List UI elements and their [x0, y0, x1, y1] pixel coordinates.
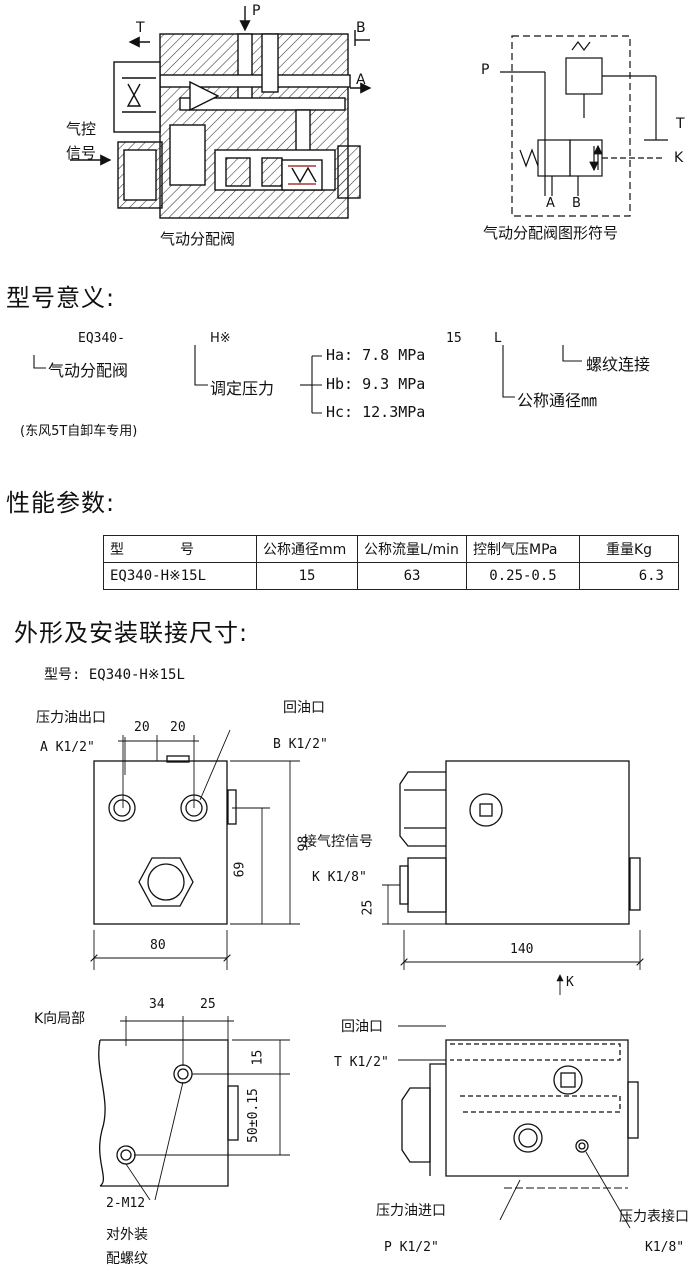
cell-flow: 63 [357, 562, 467, 590]
code-15: 15 [446, 331, 462, 346]
valve-port-b: B [356, 20, 366, 36]
thread-desc: 螺纹连接 [586, 355, 651, 374]
k-direction: K [566, 975, 574, 990]
valve-section-drawing [70, 6, 372, 219]
outlet-thread: A K1/2" [40, 740, 95, 755]
dimensions-heading: 外形及安装联接尺寸: [14, 619, 249, 647]
performance-table: 型 号 公称通径mm 公称流量L/min 控制气压MPa 重量Kg EQ340-… [103, 535, 679, 590]
k-view-thread: 2-M12 [106, 1196, 146, 1211]
symbol-caption: 气动分配阀图形符号 [483, 224, 619, 242]
base-note: (东风5T自卸车专用) [20, 424, 138, 439]
code-base: EQ340- [78, 331, 125, 346]
dim-50: 50±0.15 [245, 1088, 261, 1143]
gauge-label: 压力表接口 [619, 1209, 689, 1225]
valve-signal-line1: 气控 [66, 120, 97, 138]
table-header-row: 型 号 公称通径mm 公称流量L/min 控制气压MPa 重量Kg [103, 535, 679, 563]
symbol-port-p: P [481, 62, 490, 78]
k-view-note2: 配螺纹 [106, 1251, 148, 1267]
dim-20b: 20 [170, 720, 186, 735]
header-flow: 公称流量L/min [357, 535, 467, 563]
symbol-port-t: T [676, 116, 685, 132]
valve-caption: 气动分配阀 [160, 230, 236, 248]
dim-69: 69 [232, 861, 248, 878]
bore-desc: 公称通径㎜ [517, 391, 598, 410]
symbol-port-a: A [546, 196, 555, 211]
dim-25-k: 25 [200, 997, 216, 1012]
dimensions-model-label: 型号: EQ340-H※15L [44, 667, 185, 683]
pressure-ha: Ha: 7.8 MPa [326, 346, 426, 364]
symbol-port-k: K [674, 150, 684, 166]
code-h: H※ [210, 331, 231, 346]
dim-80: 80 [150, 938, 166, 953]
header-weight: 重量Kg [579, 535, 679, 563]
dim-25-side: 25 [360, 899, 376, 916]
header-bore: 公称通径mm [256, 535, 358, 563]
header-model: 型 号 [103, 535, 257, 563]
symbol-port-b: B [572, 196, 581, 211]
valve-signal-line2: 信号 [66, 144, 97, 162]
cell-model: EQ340-H※15L [103, 562, 257, 590]
header-pressure: 控制气压MPa [466, 535, 580, 563]
model-connector-lines [33, 345, 582, 414]
return-thread: B K1/2" [273, 737, 328, 752]
table-row: EQ340-H※15L 15 63 0.25-0.5 6.3 [103, 562, 679, 590]
valve-port-a: A [356, 72, 366, 88]
outlet-label: 压力油出口 [36, 710, 106, 726]
pressure-label: 调定压力 [210, 379, 275, 398]
pressure-hc: Hc: 12.3MPa [326, 403, 426, 421]
signal-label: 接气控信号 [303, 834, 373, 850]
cell-pressure: 0.25-0.5 [466, 562, 580, 590]
inlet-label: 压力油进口 [376, 1203, 446, 1219]
pressure-hb: Hb: 9.3 MPa [326, 375, 426, 393]
dim-15: 15 [250, 1049, 266, 1066]
bottom-return-thread: T K1/2" [334, 1055, 389, 1070]
k-view-drawing [98, 1016, 290, 1201]
dim-34: 34 [149, 997, 165, 1012]
k-view-title: K向局部 [34, 1011, 86, 1027]
gauge-thread: K1/8" [645, 1240, 685, 1255]
dim-140: 140 [510, 942, 534, 957]
cell-bore: 15 [256, 562, 358, 590]
valve-port-t: T [136, 20, 145, 36]
base-desc: 气动分配阀 [48, 361, 129, 380]
dim-20a: 20 [134, 720, 150, 735]
code-l: L [494, 331, 502, 346]
k-view-note1: 对外装 [106, 1227, 148, 1243]
bottom-view-drawing [398, 1025, 639, 1229]
return-label: 回油口 [283, 700, 325, 716]
valve-port-p: P [252, 3, 261, 19]
model-meaning-heading: 型号意义: [6, 284, 116, 312]
cell-weight: 6.3 [579, 562, 679, 590]
front-view-drawing [94, 729, 300, 970]
performance-heading: 性能参数: [6, 489, 116, 517]
side-view-drawing [382, 760, 640, 995]
signal-thread: K K1/8" [312, 870, 367, 885]
bottom-return-label: 回油口 [341, 1019, 383, 1035]
inlet-thread: P K1/2" [384, 1240, 439, 1255]
valve-symbol-drawing [500, 35, 668, 217]
